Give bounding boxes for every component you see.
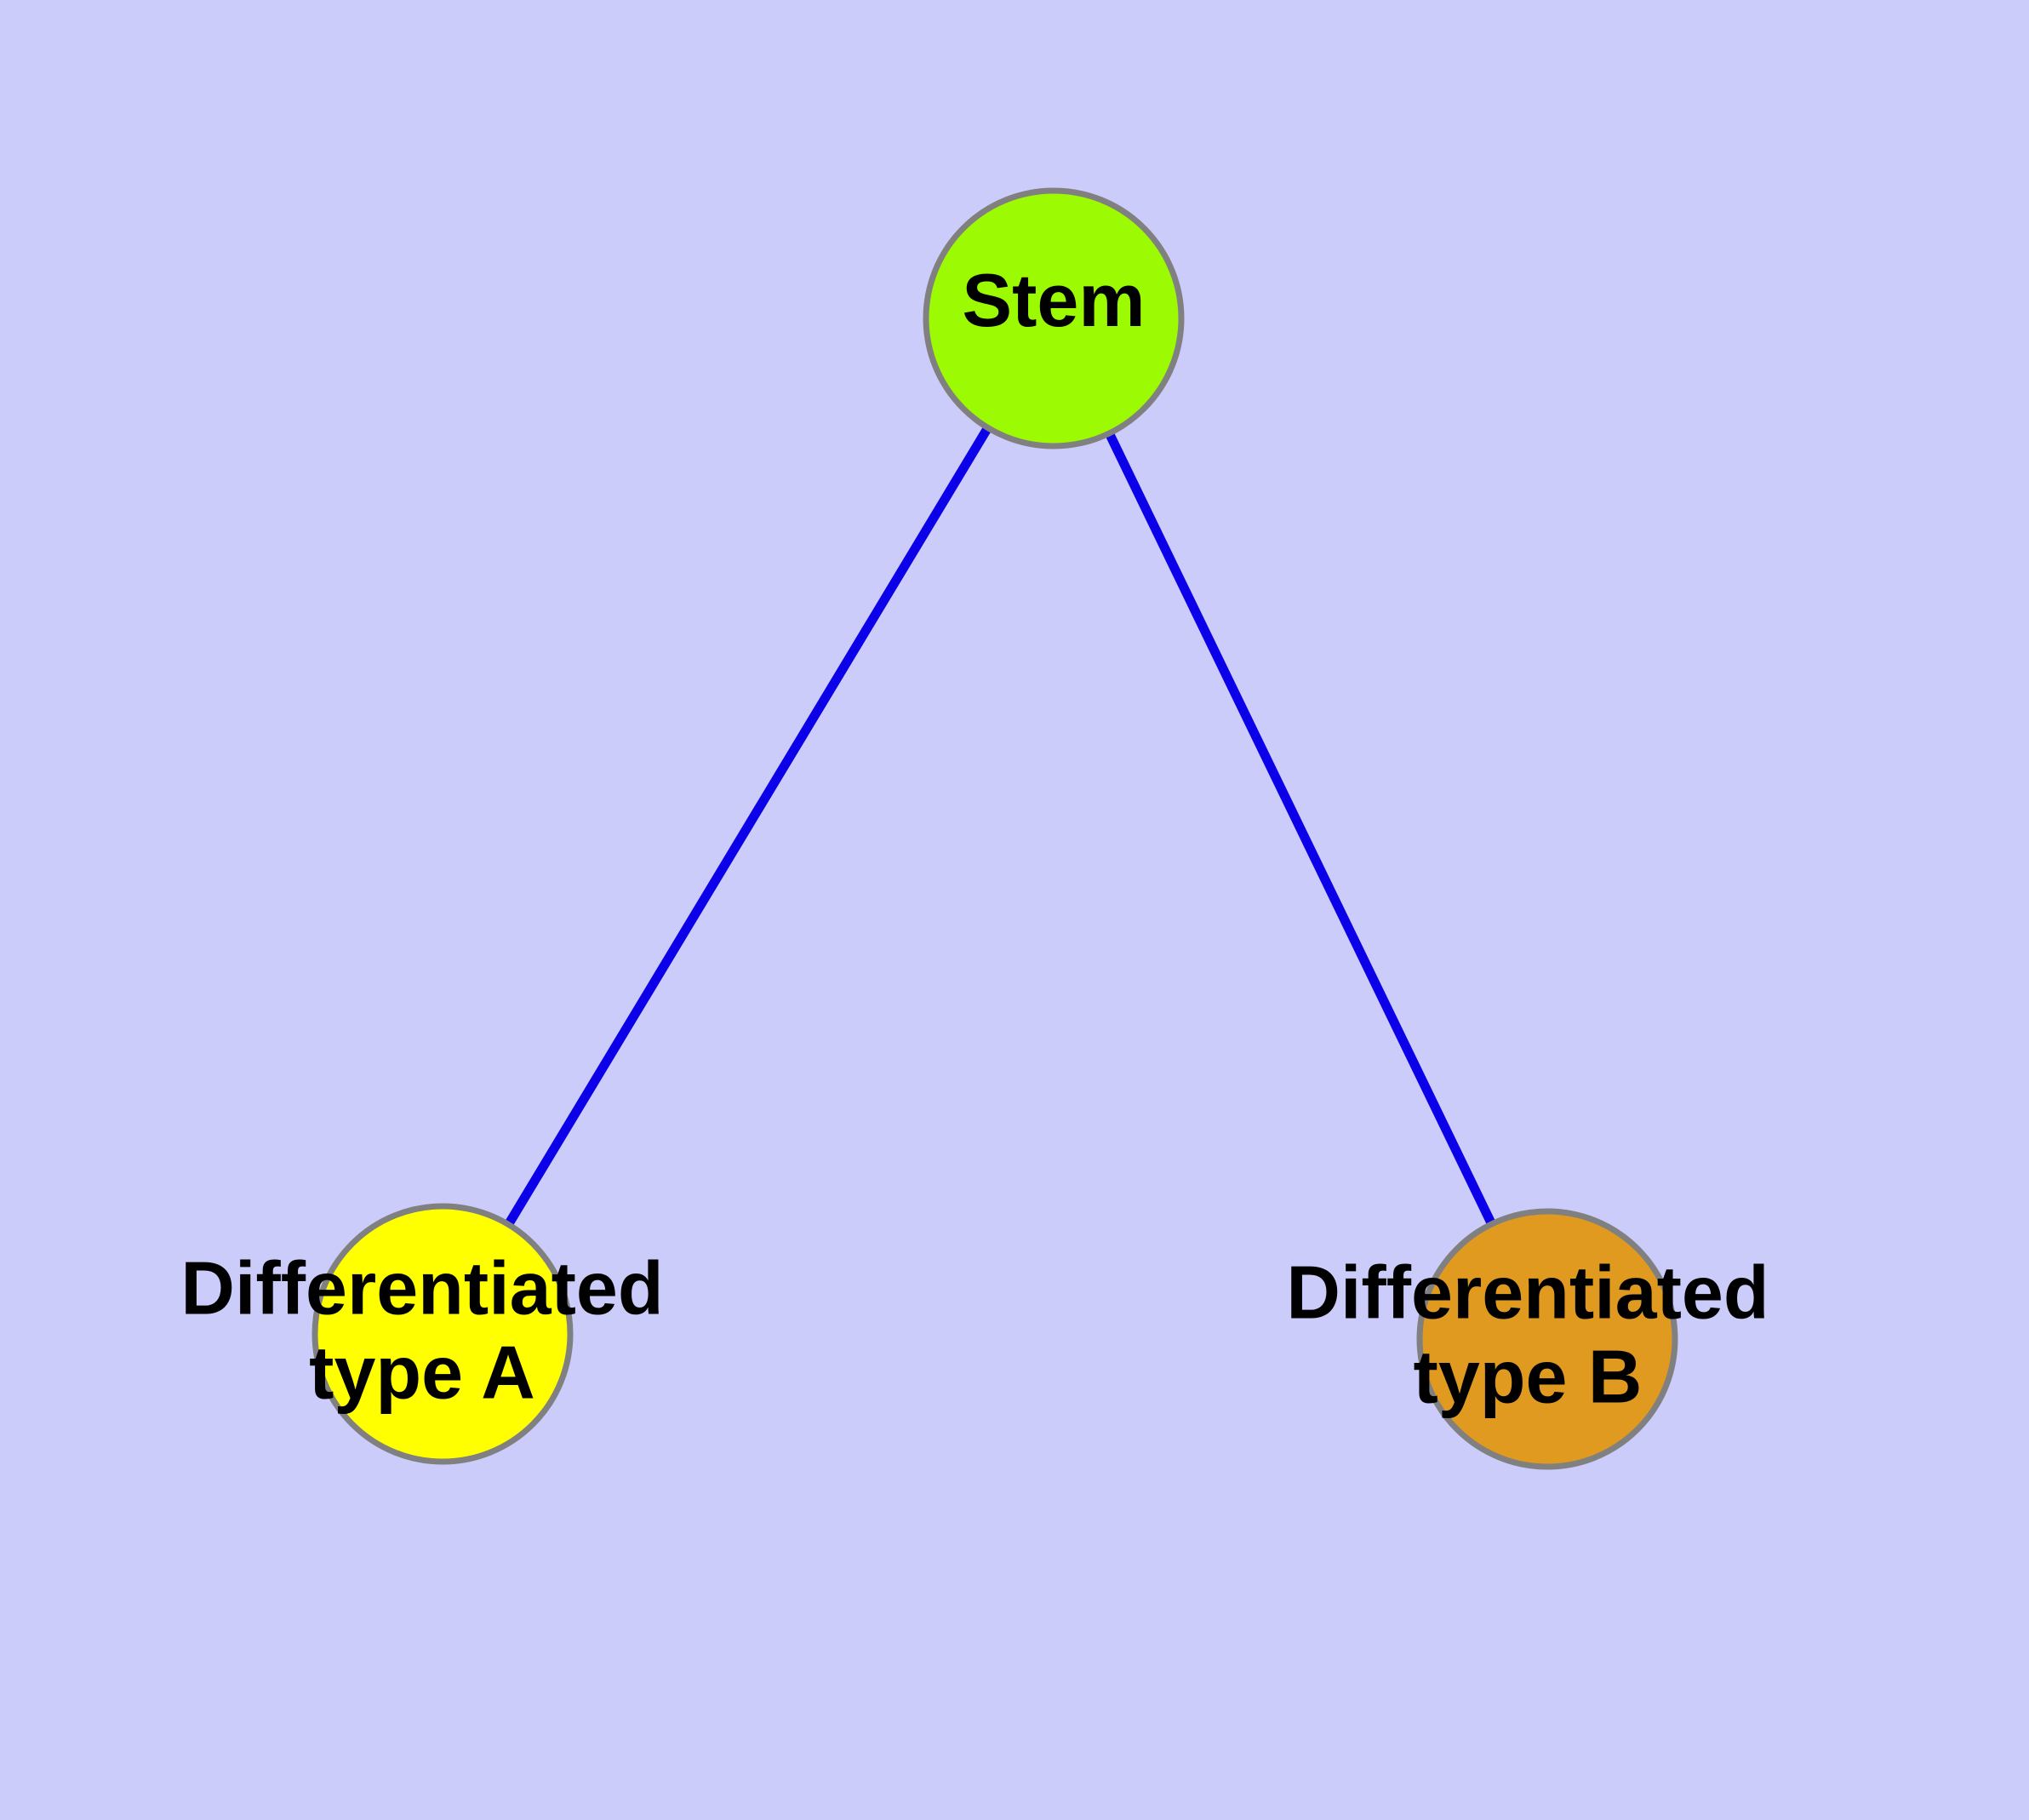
node-diff-a-circle[interactable]	[311, 1203, 574, 1465]
node-stem-circle[interactable]	[923, 187, 1185, 449]
node-stem-label: Stem	[962, 258, 1145, 342]
edge-stem-to-diff-b[interactable]	[1049, 316, 1552, 1342]
node-stem[interactable]: Stem	[923, 187, 1185, 449]
edges-layer	[438, 316, 1552, 1342]
node-diff-b-circle[interactable]	[1416, 1208, 1678, 1470]
edge-stem-to-diff-a[interactable]	[438, 316, 1058, 1336]
